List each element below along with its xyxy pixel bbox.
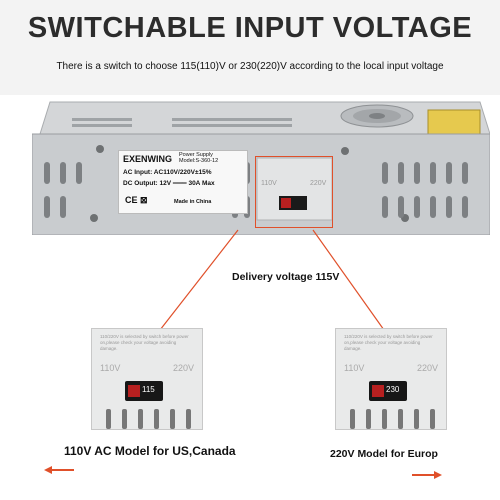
screw-icon [341,147,349,155]
product-label: EXENWING Power Supply Model:S-360-12 AC … [118,150,248,214]
switch-toggle [372,385,384,397]
delivery-voltage-caption: Delivery voltage 115V [232,271,340,283]
switch-highlight-box [255,156,333,228]
voltage-switch: 230 [369,381,407,401]
made-in: Made in China [174,199,212,205]
screw-icon [90,214,98,222]
dc-output-spec: DC Output: 12V ═══ 30A Max [123,180,215,187]
psu-top-vents [72,118,292,127]
switch-toggle [128,385,140,397]
product-type: Power Supply Model:S-360-12 [179,152,219,164]
ac-input-spec: AC Input: AC110V/220V±15% [123,169,212,176]
voltage-labels: 110V 220V [100,363,194,373]
brand-name: EXENWING [123,154,173,164]
vent-slots [100,409,194,429]
warning-text: 110/220V is selected by switch before po… [100,334,189,351]
header-band [0,0,500,95]
power-supply-illustration [32,101,490,235]
panel-110v-label: 110V [261,180,277,187]
terminal-block [427,109,481,135]
left-model-caption: 110V AC Model for US,Canada [64,444,236,458]
vent-slots [344,409,438,429]
voltage-labels: 110V 220V [344,363,438,373]
fan-icon [340,104,414,128]
certification-marks: CE ⊠ [125,195,148,205]
switch-detail-220v: 110/220V is selected by switch before po… [335,328,447,430]
voltage-switch-toggle [281,198,291,208]
page-subtitle: There is a switch to choose 115(110)V or… [56,61,444,72]
voltage-switch: 115 [125,381,163,401]
panel-220v-label: 220V [310,180,327,187]
screw-icon [96,145,104,153]
switch-value: 230 [386,385,400,394]
warning-text: 110/220V is selected by switch before po… [344,334,433,351]
right-model-caption: 220V Model for Europ [330,448,438,460]
switch-value: 115 [142,385,155,394]
switch-detail-110v: 110/220V is selected by switch before po… [91,328,203,430]
page-title: SWITCHABLE INPUT VOLTAGE [27,12,473,44]
